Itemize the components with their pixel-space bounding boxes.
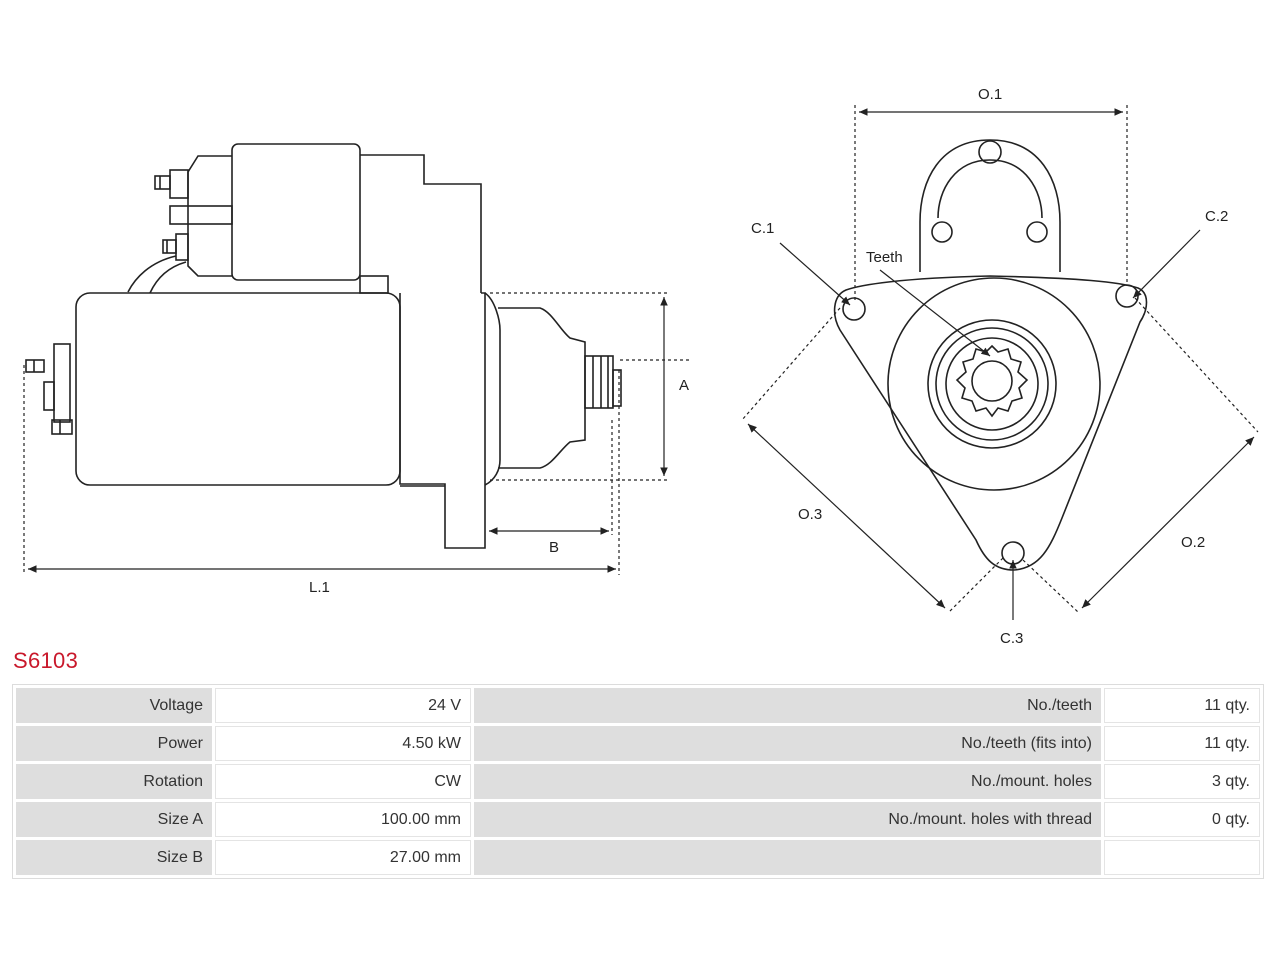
spec-value: 27.00 mm	[215, 840, 471, 875]
mount-hole-c1	[842, 297, 866, 321]
technical-drawing: A B L.1	[23, 86, 1259, 647]
o3-label: O.3	[798, 506, 822, 523]
c1-label: C.1	[751, 220, 774, 237]
motor-body	[75, 292, 401, 486]
spec-label: No./mount. holes	[474, 764, 1101, 799]
spec-value: 11 qty.	[1104, 726, 1260, 761]
c3-label: C.3	[1000, 630, 1023, 647]
spec-label: No./teeth (fits into)	[474, 726, 1101, 761]
spec-value: 4.50 kW	[215, 726, 471, 761]
size-b-label: B	[549, 539, 559, 556]
spec-label: Size B	[16, 840, 212, 875]
spec-value: CW	[215, 764, 471, 799]
table-row: Rotation CW No./mount. holes 3 qty.	[16, 764, 1260, 799]
table-row: Size A 100.00 mm No./mount. holes with t…	[16, 802, 1260, 837]
spec-label: Rotation	[16, 764, 212, 799]
spec-value: 0 qty.	[1104, 802, 1260, 837]
spec-label: Voltage	[16, 688, 212, 723]
front-view-drawing	[833, 139, 1148, 571]
part-number: S6103	[13, 648, 79, 673]
solenoid-body	[231, 143, 361, 281]
spec-value	[1104, 840, 1260, 875]
table-row: Power 4.50 kW No./teeth (fits into) 11 q…	[16, 726, 1260, 761]
spec-value: 11 qty.	[1104, 688, 1260, 723]
side-view-drawing	[25, 143, 622, 549]
specs-table: Voltage 24 V No./teeth 11 qty. Power 4.5…	[12, 684, 1264, 879]
pinion-gear	[955, 344, 1029, 418]
c2-label: C.2	[1205, 208, 1228, 225]
spec-value: 3 qty.	[1104, 764, 1260, 799]
spec-value: 100.00 mm	[215, 802, 471, 837]
table-row: Size B 27.00 mm	[16, 840, 1260, 875]
o1-label: O.1	[978, 86, 1002, 103]
spec-label: Power	[16, 726, 212, 761]
spec-label: Size A	[16, 802, 212, 837]
spec-label	[474, 840, 1101, 875]
teeth-label: Teeth	[866, 249, 903, 266]
table-row: Voltage 24 V No./teeth 11 qty.	[16, 688, 1260, 723]
size-a-label: A	[679, 377, 689, 394]
spec-label: No./teeth	[474, 688, 1101, 723]
spec-label: No./mount. holes with thread	[474, 802, 1101, 837]
spec-value: 24 V	[215, 688, 471, 723]
length-label: L.1	[309, 579, 330, 596]
o2-label: O.2	[1181, 534, 1205, 551]
